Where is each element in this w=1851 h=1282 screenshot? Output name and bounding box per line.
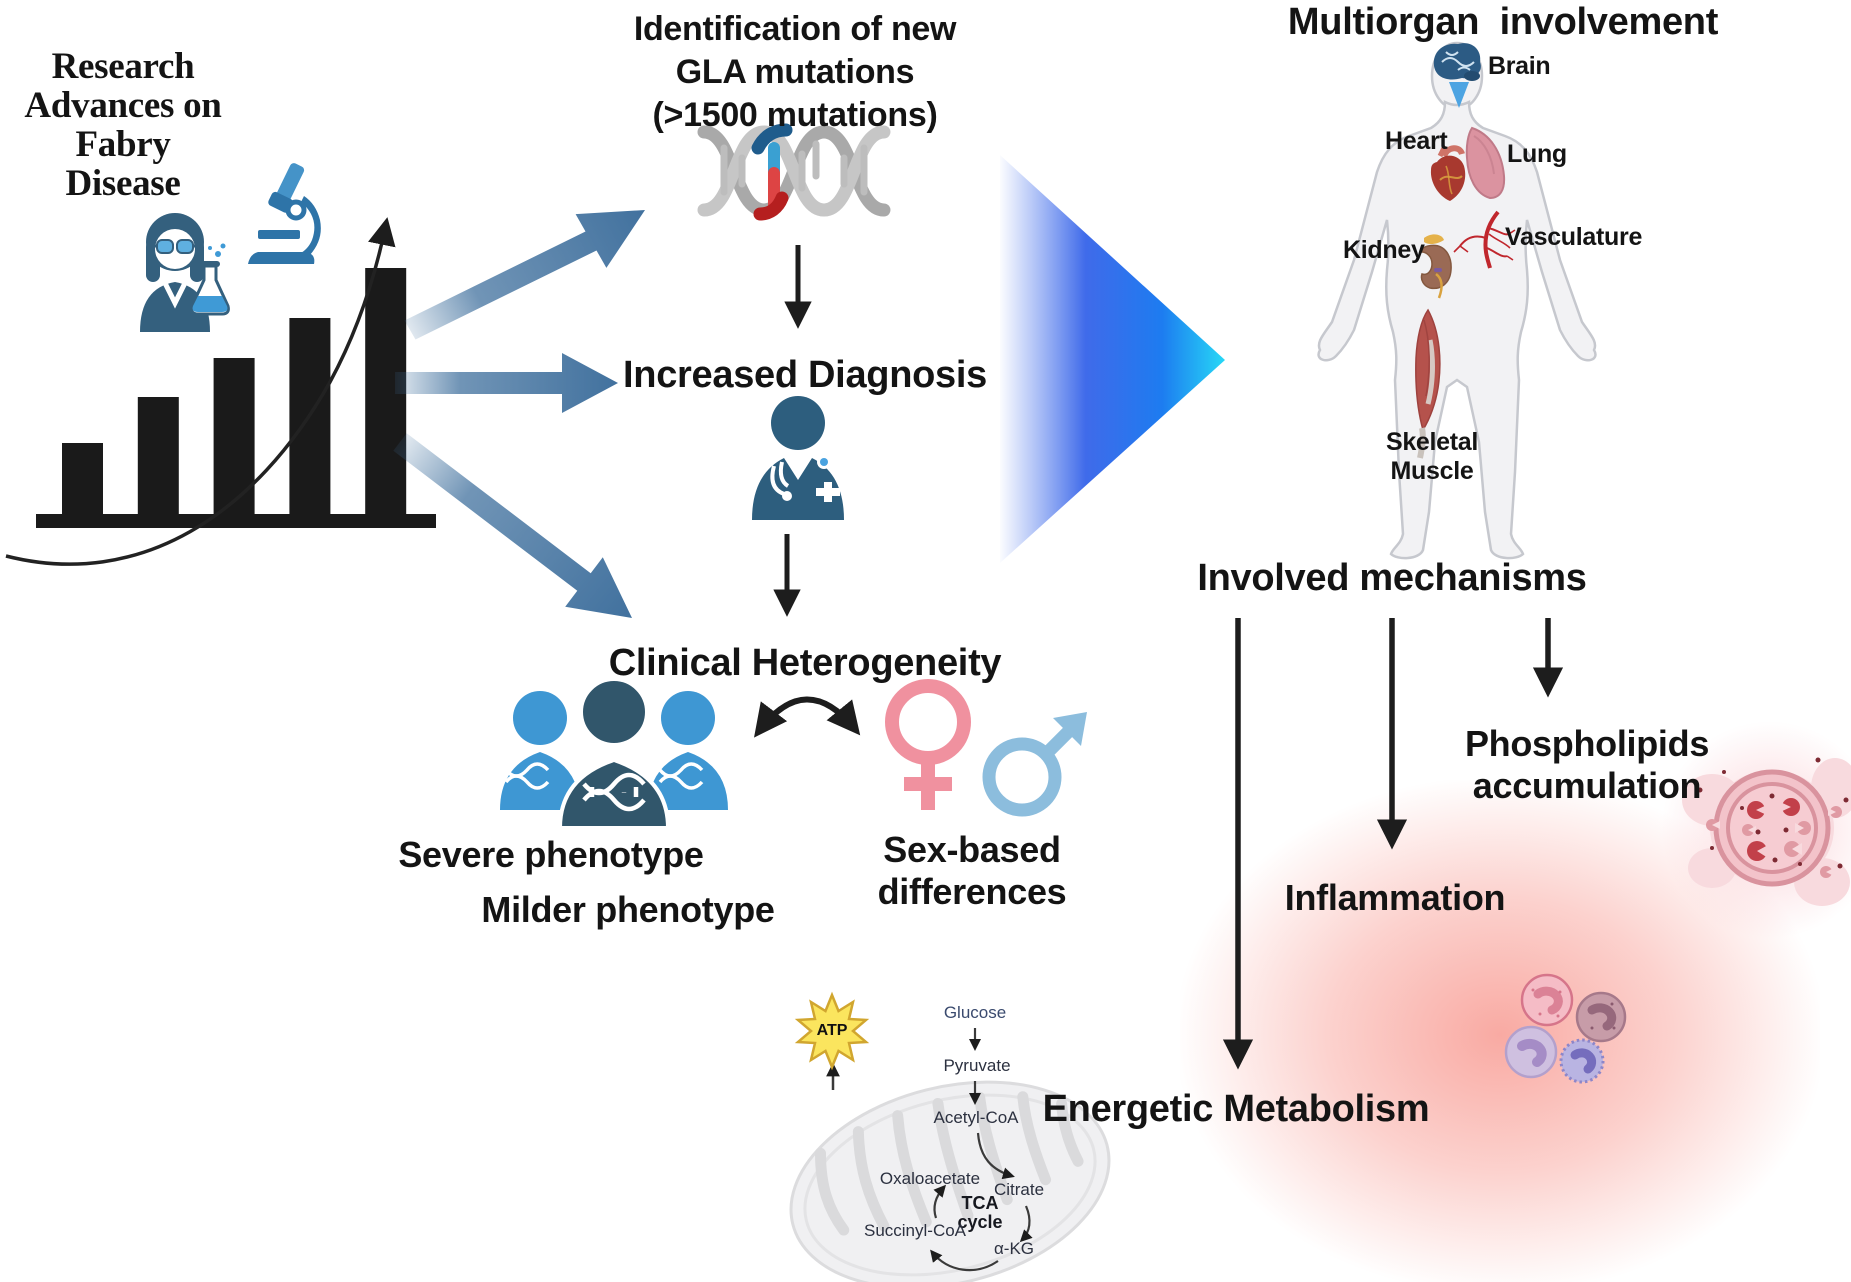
lysosome-cell-icon bbox=[1682, 757, 1851, 906]
tca-cycle-arrows bbox=[930, 1028, 1033, 1272]
multiorgan-title: Multiorgan involvement bbox=[1287, 1, 1719, 43]
scientist-icon bbox=[140, 213, 230, 332]
involved-mechanisms-label: Involved mechanisms bbox=[1197, 557, 1587, 599]
microscope-icon bbox=[248, 163, 321, 264]
atp-label: ATP bbox=[816, 1022, 848, 1039]
atp-star-icon bbox=[794, 991, 870, 1090]
lung-icon bbox=[1465, 126, 1506, 200]
bar bbox=[213, 358, 255, 515]
immune-cells-icon bbox=[1504, 973, 1627, 1084]
patient-group-icon bbox=[500, 677, 728, 830]
lung-label: Lung bbox=[1507, 140, 1567, 168]
tca-cycle-label: TCA cycle bbox=[957, 1193, 1003, 1233]
male-symbol-icon bbox=[982, 712, 1087, 817]
heart-icon bbox=[1430, 144, 1466, 201]
sex-based-differences-label: Sex-based differences bbox=[877, 829, 1067, 912]
flow-arrows bbox=[754, 245, 1564, 1070]
bar bbox=[137, 397, 179, 515]
trend-curve-arrow bbox=[5, 217, 396, 566]
phospholipids-accumulation-label: Phospholipids accumulation bbox=[1464, 723, 1710, 806]
energetic-metabolism-label: Energetic Metabolism bbox=[1042, 1088, 1430, 1130]
inflammation-label: Inflammation bbox=[1284, 877, 1506, 918]
doctor-icon bbox=[752, 396, 844, 520]
skeletal-muscle-icon bbox=[1415, 308, 1441, 459]
clinical-heterogeneity-label: Clinical Heterogeneity bbox=[608, 642, 1002, 684]
oxaloacetate-label: Oxaloacetate bbox=[879, 1169, 981, 1188]
mitochondrion-icon bbox=[789, 1080, 1111, 1282]
kidney-icon bbox=[1420, 234, 1452, 299]
brain-label: Brain bbox=[1488, 52, 1551, 80]
brain-icon bbox=[1433, 43, 1481, 108]
dna-mutation-icon bbox=[697, 123, 891, 221]
gla-mutations-heading: Identification of new GLA mutations (>15… bbox=[633, 10, 957, 135]
vasculature-icon bbox=[1453, 210, 1516, 269]
succinyl-coa-label: Succinyl-CoA bbox=[863, 1221, 967, 1240]
figure-title: Research Advances on Fabry Disease bbox=[24, 46, 222, 204]
pyruvate-label: Pyruvate bbox=[943, 1056, 1011, 1075]
female-symbol-icon bbox=[885, 679, 971, 810]
skeletal-muscle-label: Skeletal Muscle bbox=[1385, 428, 1479, 485]
increased-diagnosis-label: Increased Diagnosis bbox=[623, 354, 987, 396]
acetyl-coa-label: Acetyl-CoA bbox=[933, 1108, 1019, 1127]
arrow-to-mutations bbox=[404, 210, 645, 340]
arrow-to-heterogeneity bbox=[393, 433, 632, 618]
funnel-arrow bbox=[1000, 155, 1225, 563]
bar bbox=[62, 443, 103, 515]
severe-phenotype-label: Severe phenotype bbox=[398, 834, 704, 875]
heart-label: Heart bbox=[1385, 127, 1448, 155]
vasculature-label: Vasculature bbox=[1505, 223, 1643, 251]
phenotype-sex-double-arrow bbox=[754, 696, 861, 738]
citrate-label: Citrate bbox=[993, 1180, 1045, 1199]
glucose-label: Glucose bbox=[943, 1003, 1007, 1022]
arrow-to-diagnosis bbox=[395, 353, 618, 413]
milder-phenotype-label: Milder phenotype bbox=[481, 889, 775, 930]
alpha-kg-label: α-KG bbox=[993, 1239, 1035, 1258]
human-body-figure bbox=[1317, 41, 1597, 560]
bar-chart bbox=[5, 217, 436, 566]
kidney-label: Kidney bbox=[1343, 236, 1425, 264]
